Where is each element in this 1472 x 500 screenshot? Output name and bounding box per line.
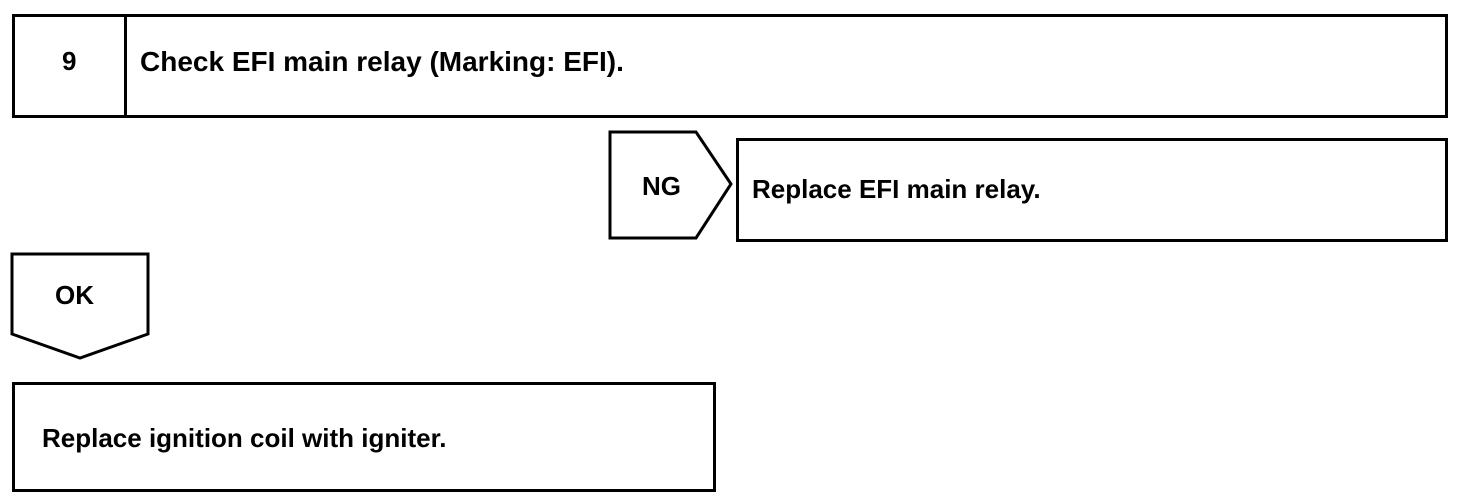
- ok-action-box: [12, 382, 716, 492]
- ng-action-box: [736, 138, 1448, 242]
- ng-label: NG: [642, 171, 681, 201]
- ok-action-text: Replace ignition coil with igniter.: [42, 423, 447, 453]
- step-number: 9: [62, 46, 77, 76]
- ng-arrow-tag: [608, 130, 733, 240]
- step-header-box: [12, 14, 1448, 118]
- ok-label: OK: [55, 280, 94, 310]
- step-title: Check EFI main relay (Marking: EFI).: [140, 46, 624, 77]
- step-number-divider: [124, 14, 127, 118]
- ok-arrow-tag: [10, 252, 150, 360]
- ng-action-text: Replace EFI main relay.: [752, 174, 1041, 204]
